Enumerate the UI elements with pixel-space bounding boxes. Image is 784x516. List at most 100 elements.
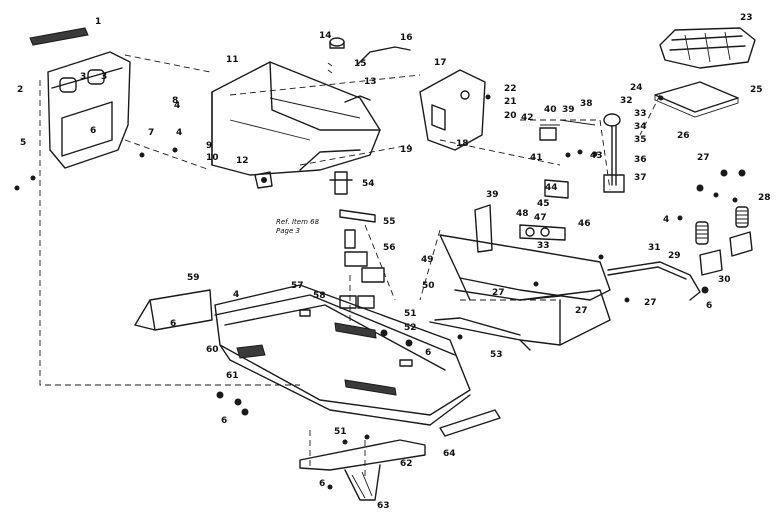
callout-37: 37	[634, 173, 647, 183]
callout-38: 38	[580, 99, 593, 109]
callout-57: 57	[291, 281, 304, 291]
callout-40: 40	[544, 105, 557, 115]
callout-4-c: 4	[233, 290, 239, 300]
callout-41: 41	[530, 153, 543, 163]
callout-61: 61	[226, 371, 239, 381]
callout-34: 34	[634, 122, 647, 132]
callout-49: 49	[421, 255, 434, 265]
callout-19: 19	[400, 145, 413, 155]
callout-27-d: 27	[644, 298, 657, 308]
part-hood	[211, 61, 381, 176]
callout-20: 20	[504, 111, 517, 121]
callout-25: 25	[750, 85, 763, 95]
fasteners	[14, 94, 746, 490]
callout-51-b: 51	[334, 427, 347, 437]
callout-5: 5	[20, 138, 26, 148]
callout-14: 14	[319, 31, 332, 41]
callout-6-b: 6	[221, 416, 227, 426]
callout-27-b: 27	[492, 288, 505, 298]
callout-11: 11	[226, 55, 239, 65]
reference-note-line1: Ref. Item 68	[276, 218, 320, 226]
callout-39-b: 39	[486, 190, 499, 200]
callout-15: 15	[354, 59, 367, 69]
callout-24: 24	[630, 83, 643, 93]
part-steering-column	[540, 113, 625, 193]
callout-42: 42	[521, 113, 534, 123]
part-stud-brackets	[329, 171, 385, 309]
callout-16: 16	[400, 33, 413, 43]
callout-29: 29	[668, 251, 681, 261]
part-decal-plate	[29, 27, 89, 46]
callout-6: 6	[90, 126, 96, 136]
callout-60: 60	[206, 345, 219, 355]
callout-54: 54	[362, 179, 375, 189]
callout-28: 28	[758, 193, 771, 203]
callout-8: 8	[172, 96, 178, 106]
assembly-lines	[39, 54, 661, 480]
callout-48: 48	[516, 209, 529, 219]
callout-6-f: 6	[319, 479, 325, 489]
part-hardware-top	[327, 37, 411, 103]
callout-2: 2	[17, 85, 23, 95]
callout-33-b: 33	[537, 241, 550, 251]
callout-22: 22	[504, 84, 517, 94]
callout-26: 26	[677, 131, 690, 141]
part-bracket-12	[254, 171, 273, 189]
callout-47: 47	[534, 213, 547, 223]
callout-18: 18	[456, 139, 469, 149]
callout-30: 30	[718, 275, 731, 285]
callout-27: 27	[697, 153, 710, 163]
callout-17: 17	[434, 58, 447, 68]
callout-31: 31	[648, 243, 661, 253]
part-seat-pan	[654, 81, 739, 118]
callout-44: 44	[545, 183, 558, 193]
part-strip	[439, 409, 501, 437]
part-pedal-assembly	[439, 127, 611, 301]
callout-7: 7	[148, 128, 154, 138]
callout-64: 64	[443, 449, 456, 459]
callout-3a: 3	[80, 72, 86, 82]
callout-53: 53	[490, 350, 503, 360]
part-lower-hitch	[299, 439, 426, 501]
callout-10: 10	[206, 153, 219, 163]
callout-45: 45	[537, 199, 550, 209]
callout-4a: 4	[174, 101, 180, 111]
reference-note-line2: Page 3	[276, 227, 300, 235]
part-rod	[607, 261, 701, 301]
callout-63: 63	[377, 501, 390, 511]
callout-36: 36	[634, 155, 647, 165]
callout-4-d: 4	[663, 215, 669, 225]
callout-58: 58	[313, 291, 326, 301]
callout-23: 23	[740, 13, 753, 23]
callout-52: 52	[404, 323, 417, 333]
part-frame-rail	[519, 289, 611, 346]
callout-33: 33	[634, 109, 647, 119]
part-dash-panel	[47, 51, 131, 169]
callout-50: 50	[422, 281, 435, 291]
callout-1: 1	[95, 17, 101, 27]
callout-46: 46	[578, 219, 591, 229]
callout-27-c: 27	[575, 306, 588, 316]
callout-6-c: 6	[425, 348, 431, 358]
callout-55: 55	[383, 217, 396, 227]
callout-51: 51	[404, 309, 417, 319]
callout-62: 62	[400, 459, 413, 469]
callout-59: 59	[187, 273, 200, 283]
callout-3b: 3	[101, 72, 107, 82]
part-seat	[659, 27, 756, 69]
part-links	[429, 289, 561, 351]
callout-4b: 4	[176, 128, 182, 138]
callout-56: 56	[383, 243, 396, 253]
callout-43: 43	[590, 151, 603, 161]
callout-35: 35	[634, 135, 647, 145]
callout-6-d: 6	[706, 301, 712, 311]
callout-39: 39	[562, 105, 575, 115]
part-side-bracket	[134, 289, 213, 331]
callout-labels: 1 2 3 3 4 4 5 6 7 8 9 10 11 12 13 14 15 …	[17, 13, 771, 511]
callout-21: 21	[504, 97, 517, 107]
part-steering-support	[419, 69, 486, 151]
callout-32: 32	[620, 96, 633, 106]
callout-6-e: 6	[170, 319, 176, 329]
